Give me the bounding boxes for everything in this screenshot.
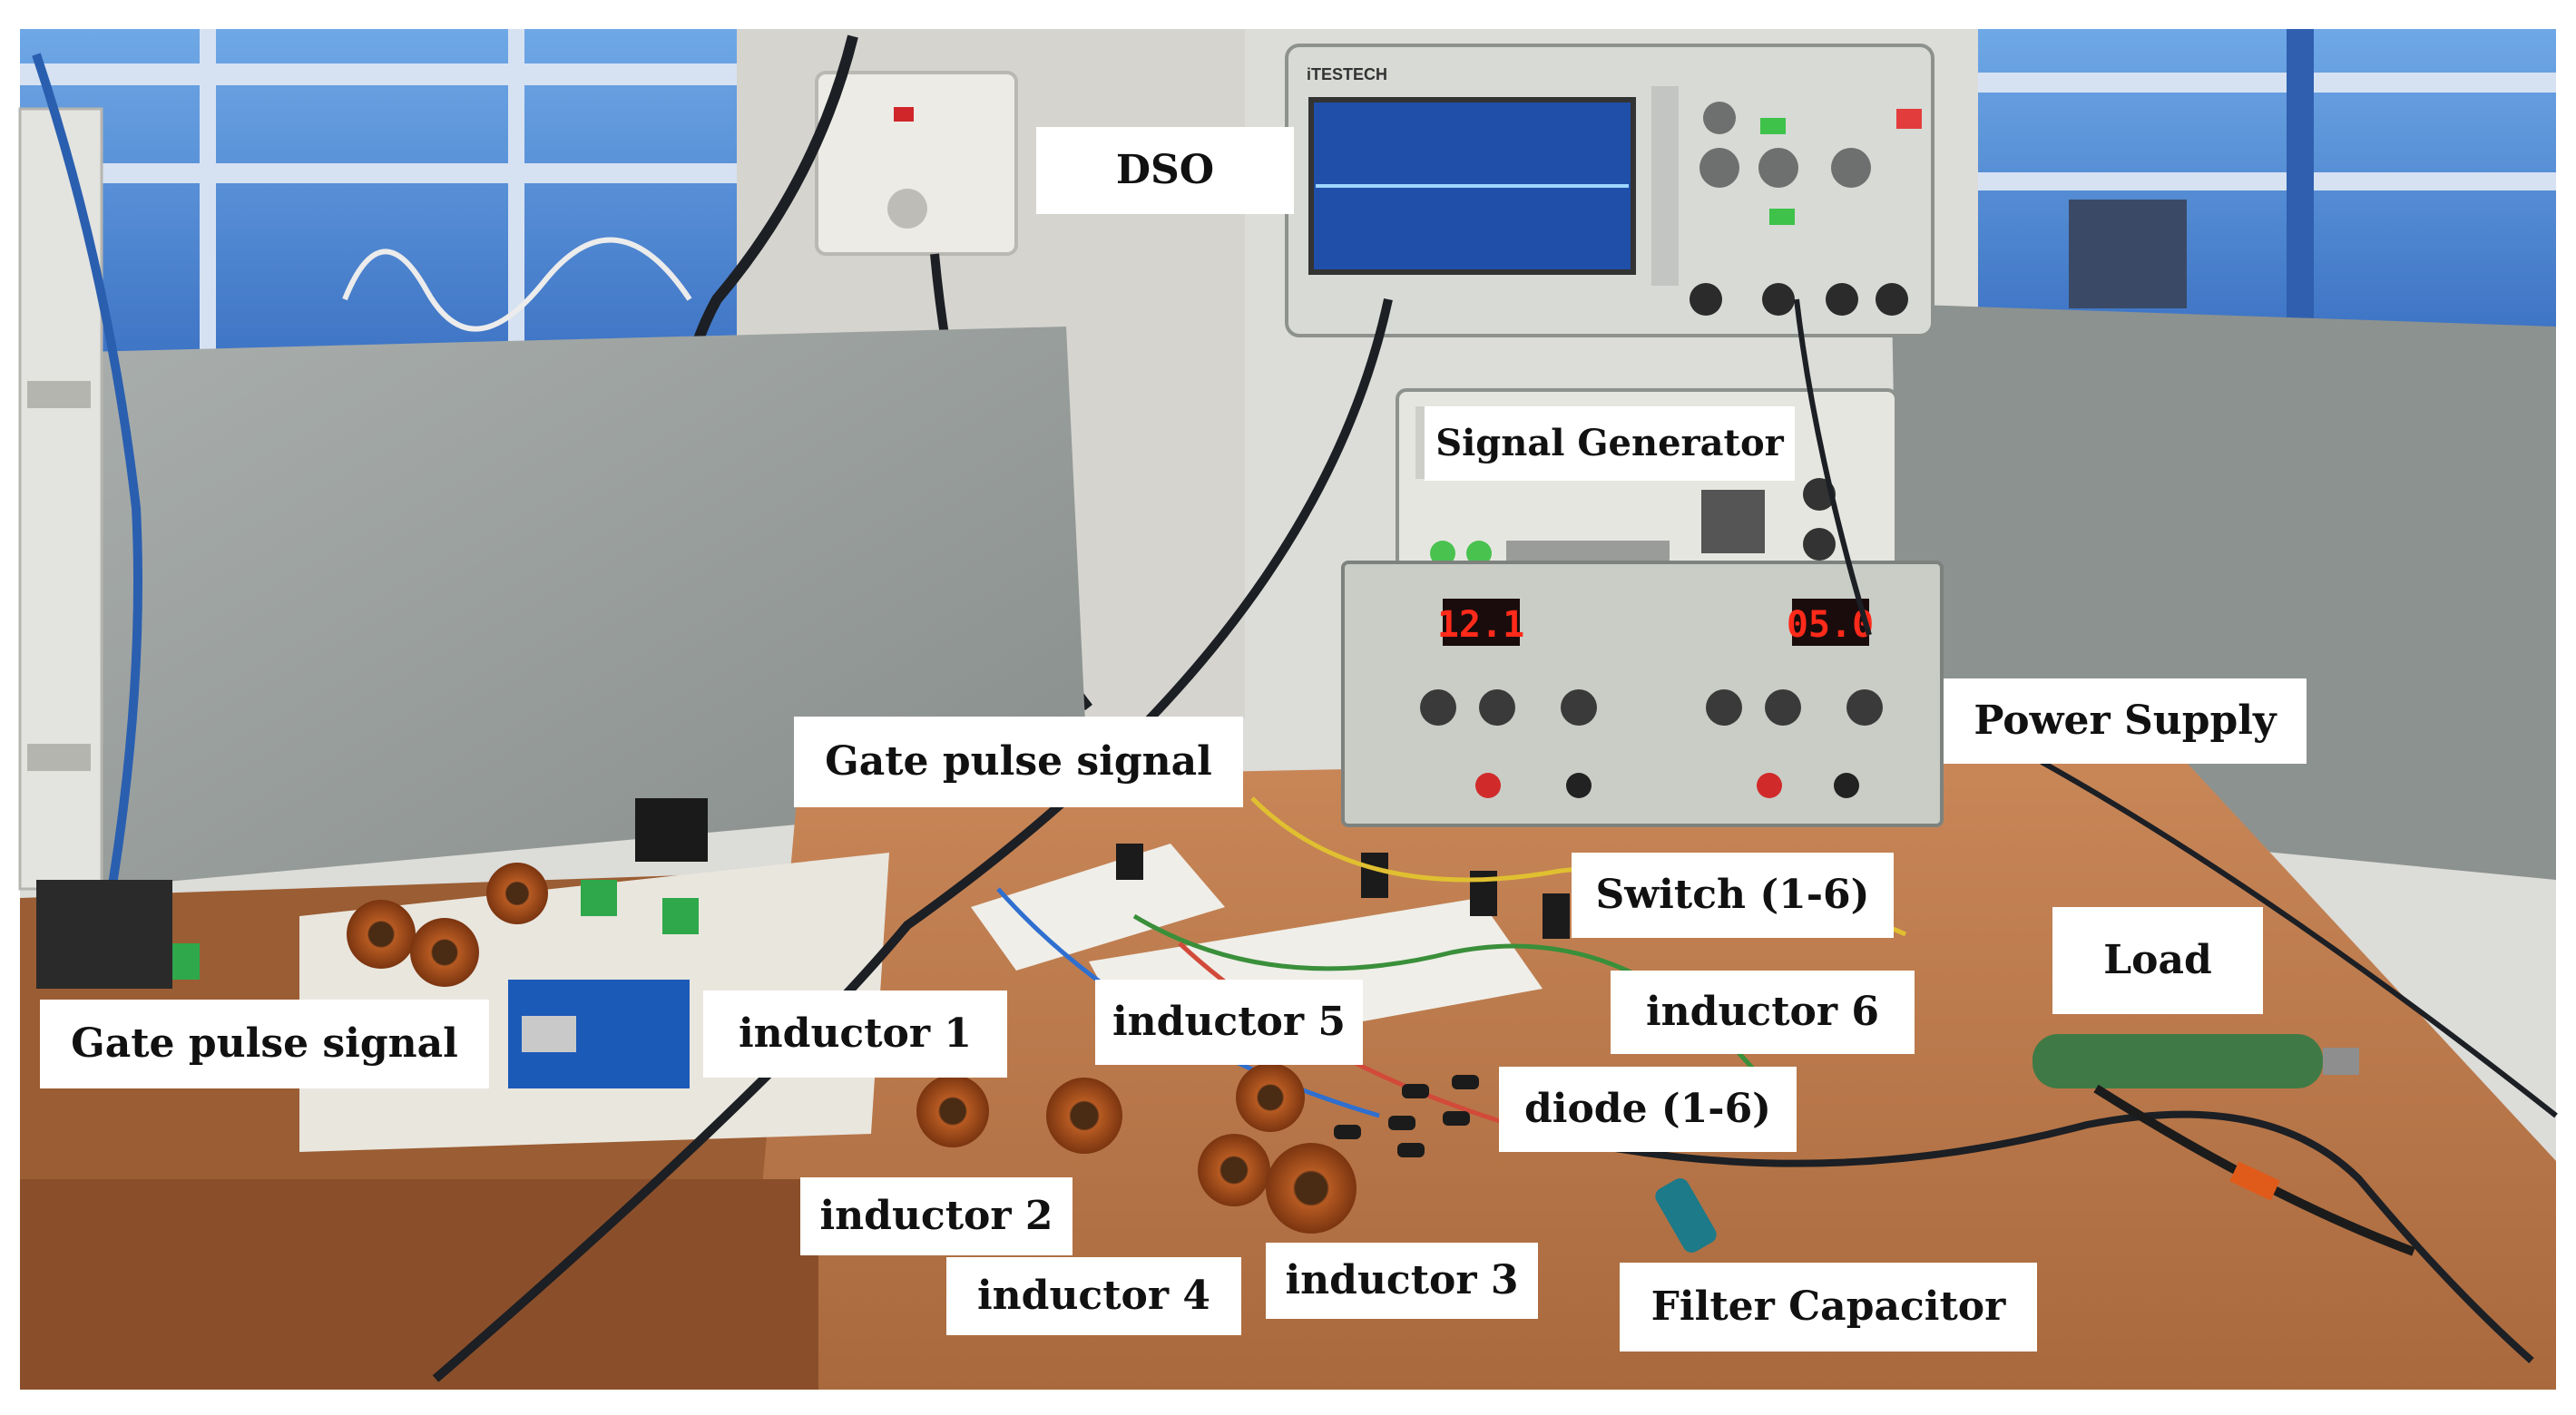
window-right bbox=[1978, 29, 2556, 337]
inductors-on-table bbox=[916, 1063, 1357, 1234]
label-switch: Switch (1-6) bbox=[1572, 853, 1894, 938]
label-gate-pulse-left: Gate pulse signal bbox=[40, 1000, 489, 1088]
svg-text:iTESTECH: iTESTECH bbox=[1307, 65, 1387, 83]
label-diode: diode (1-6) bbox=[1499, 1067, 1797, 1152]
wall-socket bbox=[815, 71, 1018, 256]
label-inductor-4: inductor 4 bbox=[946, 1257, 1241, 1335]
breadboard-1 bbox=[971, 844, 1225, 971]
label-inductor-6: inductor 6 bbox=[1611, 971, 1915, 1054]
window-left bbox=[20, 29, 737, 365]
supply-readout-2: 05.0 bbox=[1787, 604, 1874, 646]
label-inductor-1: inductor 1 bbox=[703, 990, 1007, 1078]
label-inductor-3: inductor 3 bbox=[1266, 1243, 1538, 1319]
oscilloscope: iTESTECH bbox=[1285, 44, 1934, 337]
label-power-supply: Power Supply bbox=[1944, 678, 2307, 764]
label-gate-pulse-top: Gate pulse signal bbox=[794, 717, 1243, 807]
label-inductor-2: inductor 2 bbox=[800, 1177, 1073, 1255]
label-inductor-5: inductor 5 bbox=[1095, 980, 1363, 1065]
label-filter-capacitor: Filter Capacitor bbox=[1620, 1263, 2037, 1352]
label-signal-generator: Signal Generator bbox=[1425, 406, 1795, 481]
supply-readout-1: 12.1 bbox=[1437, 604, 1524, 646]
load-resistor bbox=[2032, 1034, 2323, 1088]
filter-capacitor bbox=[1655, 1178, 1717, 1253]
diodes bbox=[1334, 1075, 1479, 1157]
label-load: Load bbox=[2052, 907, 2263, 1014]
power-supply: 12.1 05.0 bbox=[1341, 561, 1944, 827]
label-dso: DSO bbox=[1036, 127, 1294, 214]
